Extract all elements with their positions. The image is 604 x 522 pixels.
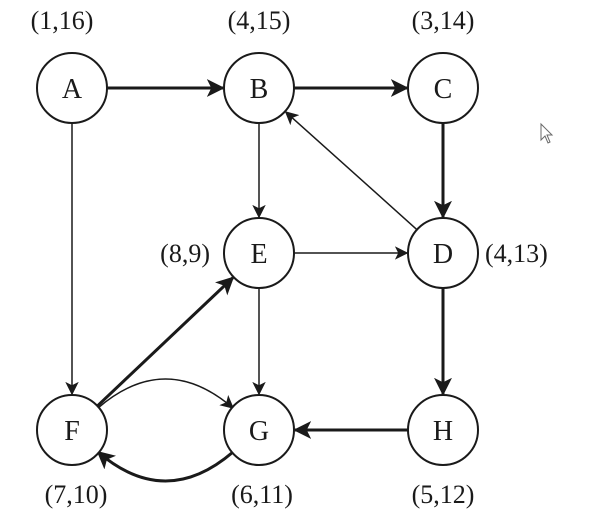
node-E: E bbox=[223, 217, 295, 289]
node-E-label: E bbox=[250, 239, 267, 270]
node-G: G bbox=[223, 394, 295, 466]
node-G-label: G bbox=[249, 416, 269, 447]
edge-F-to-G bbox=[97, 378, 235, 409]
node-D: D bbox=[407, 217, 479, 289]
node-G-annotation: (6,11) bbox=[231, 480, 293, 509]
edges-layer bbox=[65, 79, 452, 483]
node-F: F bbox=[36, 394, 108, 466]
node-H-label: H bbox=[433, 416, 453, 447]
node-H: H bbox=[407, 394, 479, 466]
edge-F-to-E bbox=[96, 276, 235, 408]
node-A-annotation: (1,16) bbox=[31, 6, 94, 35]
node-F-circle bbox=[36, 394, 108, 466]
edge-G-to-F bbox=[96, 450, 234, 483]
node-F-annotation: (7,10) bbox=[45, 480, 108, 509]
node-H-annotation: (5,12) bbox=[412, 480, 475, 509]
node-D-label: D bbox=[433, 239, 453, 270]
node-C-label: C bbox=[434, 74, 453, 105]
nodes-layer: A B C D E F G H bbox=[36, 52, 479, 466]
node-D-circle bbox=[407, 217, 479, 289]
node-G-circle bbox=[223, 394, 295, 466]
node-E-circle bbox=[223, 217, 295, 289]
node-E-annotation: (8,9) bbox=[160, 239, 210, 268]
node-B-circle bbox=[223, 52, 295, 124]
node-B-annotation: (4,15) bbox=[228, 6, 291, 35]
annotations-layer: (1,16) (4,15) (3,14) (4,13) (8,9) (7,10) (6,11… bbox=[31, 6, 548, 509]
node-A-circle bbox=[36, 52, 108, 124]
node-D-annotation: (4,13) bbox=[485, 239, 548, 268]
node-A-label: A bbox=[62, 74, 83, 105]
node-A: A bbox=[36, 52, 108, 124]
node-C-annotation: (3,14) bbox=[412, 6, 475, 35]
node-C: C bbox=[407, 52, 479, 124]
node-C-circle bbox=[407, 52, 479, 124]
node-B-label: B bbox=[250, 74, 269, 105]
edge-D-to-B bbox=[284, 111, 418, 231]
mouse-pointer-icon bbox=[540, 122, 554, 144]
node-B: B bbox=[223, 52, 295, 124]
node-F-label: F bbox=[64, 416, 80, 447]
node-H-circle bbox=[407, 394, 479, 466]
